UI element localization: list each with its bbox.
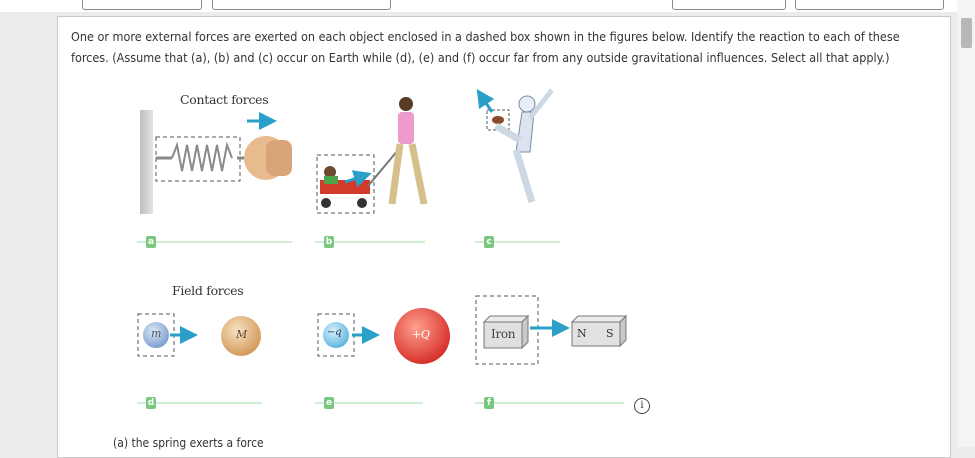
- badge-e: e: [324, 397, 334, 409]
- figure-c-kicker: [476, 88, 554, 204]
- figure-e-charges: [317, 308, 450, 364]
- scrollbar[interactable]: [957, 0, 975, 447]
- scrollbar-thumb[interactable]: [961, 18, 972, 48]
- toolbar-button-2[interactable]: [212, 0, 391, 10]
- figure-f-magnet: [475, 295, 628, 365]
- question-text: One or more external forces are exerted …: [71, 29, 900, 65]
- mass-large-label: M: [236, 328, 247, 341]
- forces-figure: [137, 88, 628, 404]
- badge-f: f: [484, 397, 494, 409]
- badge-b: b: [324, 236, 334, 248]
- figure-d-masses: [137, 313, 261, 357]
- toolbar-button-4[interactable]: [795, 0, 944, 10]
- badge-c: c: [484, 236, 494, 248]
- top-toolbar: [0, 0, 975, 12]
- figure-b-wagon: [316, 97, 428, 214]
- field-forces-label: Field forces: [172, 283, 244, 298]
- contact-forces-label: Contact forces: [180, 92, 269, 107]
- badge-a: a: [146, 236, 156, 248]
- badge-d: d: [146, 397, 156, 409]
- charge-neg-label: −q: [327, 327, 342, 338]
- question-panel: [57, 16, 951, 458]
- magnet-n-label: N: [577, 327, 587, 340]
- charge-pos-label: +Q: [412, 328, 430, 341]
- magnet-s-label: S: [606, 327, 614, 340]
- answer-item-label: (a) the spring exerts a force: [113, 436, 264, 450]
- toolbar-button-3[interactable]: [672, 0, 786, 10]
- mass-small-label: m: [151, 327, 162, 340]
- iron-label: Iron: [491, 327, 516, 341]
- toolbar-button-1[interactable]: [82, 0, 202, 10]
- figure-a-spring: [140, 110, 292, 214]
- info-icon[interactable]: i: [634, 398, 650, 414]
